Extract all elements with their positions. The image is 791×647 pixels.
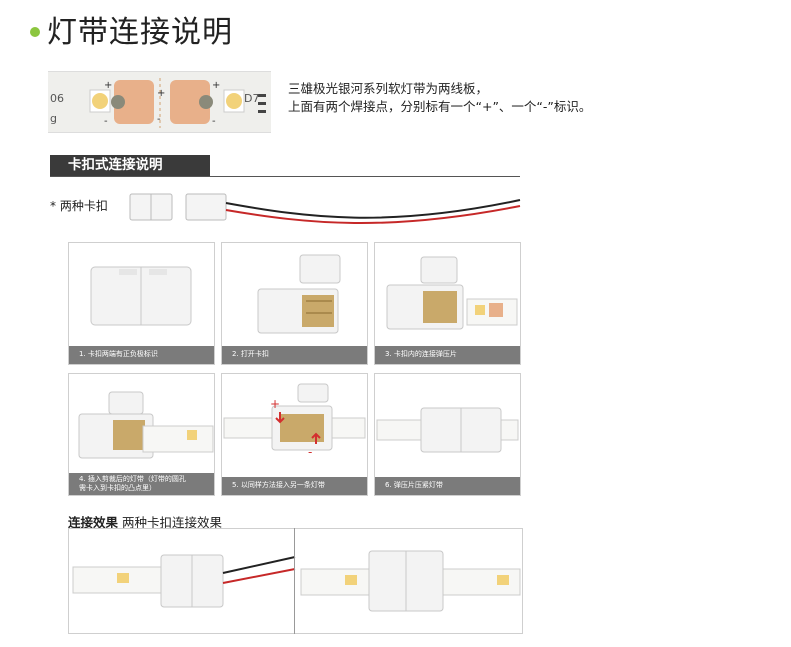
step-5-image: + -: [223, 383, 366, 459]
step-6-caption: 6. 弹压片压紧灯带: [375, 477, 520, 495]
svg-text:-: -: [308, 445, 312, 459]
intro-line-2: 上面有两个焊接点，分别标有一个“+”、一个“-”标识。: [288, 99, 592, 114]
svg-text:-: -: [104, 116, 108, 127]
section-header: 卡扣式连接说明: [68, 157, 163, 173]
clip-types-photo: [128, 188, 523, 228]
intro-text: 三雄极光银河系列软灯带为两线板， 上面有两个焊接点，分别标有一个“+”、一个“-…: [288, 80, 591, 116]
svg-text:+: +: [157, 88, 165, 99]
intro-line-1: 三雄极光银河系列软灯带为两线板，: [288, 81, 489, 96]
strip-left-suffix: g: [50, 112, 57, 125]
step-5-caption: 5. 以同样方法接入另一条灯带: [222, 477, 367, 495]
effect-photos: [72, 550, 521, 612]
title-bullet: [30, 27, 40, 37]
step-tile-5: + - 5. 以同样方法接入另一条灯带: [221, 373, 368, 496]
step-6-image: [376, 407, 519, 453]
step-tile-4: 4. 插入剪裁后的灯带（灯带的圆孔 需卡入到卡扣的凸点里）: [68, 373, 215, 496]
step-1-image: [90, 266, 192, 326]
two-types-label: * 两种卡扣: [50, 199, 108, 213]
svg-text:+: +: [104, 80, 112, 91]
step-3-caption: 3. 卡扣内的连接弹压片: [375, 346, 520, 364]
step-4-image: [78, 391, 214, 459]
effect-label: 连接效果 两种卡扣连接效果: [68, 512, 222, 531]
step-tile-6: 6. 弹压片压紧灯带: [374, 373, 521, 496]
effect-divider: [294, 528, 295, 634]
page-title: 灯带连接说明: [47, 15, 233, 50]
effect-label-normal: 两种卡扣连接效果: [122, 515, 223, 530]
svg-text:+: +: [212, 80, 220, 91]
step-2-image: [257, 254, 341, 334]
step-2-caption: 2. 打开卡扣: [222, 346, 367, 364]
svg-text:-: -: [157, 114, 161, 125]
svg-text:-: -: [212, 116, 216, 127]
effect-photo-box: [68, 528, 523, 634]
step-1-caption: 1. 卡扣两端有正负极标识: [69, 346, 214, 364]
step-tile-1: 1. 卡扣两端有正负极标识: [68, 242, 215, 365]
strip-right-code: D7: [244, 92, 260, 105]
step-4-caption: 4. 插入剪裁后的灯带（灯带的圆孔 需卡入到卡扣的凸点里）: [69, 473, 214, 495]
step-3-image: [386, 256, 518, 330]
effect-label-bold: 连接效果: [68, 515, 119, 530]
led-strip-photo: + - + - + - 06 g D7: [48, 71, 271, 133]
section-divider: [50, 176, 520, 177]
step-tile-2: 2. 打开卡扣: [221, 242, 368, 365]
step-4-caption-line-2: 需卡入到卡扣的凸点里）: [79, 484, 156, 492]
svg-text:+: +: [270, 397, 280, 411]
section-header-bar: [50, 155, 210, 176]
step-4-caption-line-1: 4. 插入剪裁后的灯带（灯带的圆孔: [79, 475, 186, 483]
strip-left-code: 06: [50, 92, 64, 105]
step-tile-3: 3. 卡扣内的连接弹压片: [374, 242, 521, 365]
